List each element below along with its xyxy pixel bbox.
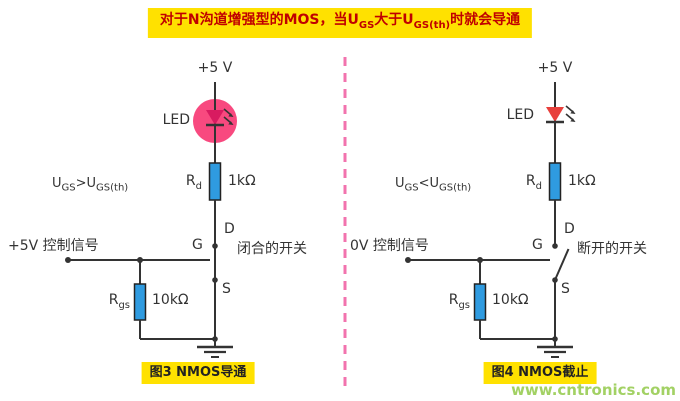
left-rd-sub: d (195, 180, 202, 192)
left-switch-label: 闭合的开关 (237, 241, 307, 257)
banner-text-1: 对于N沟道增强型的MOS，当U (159, 12, 359, 28)
left-rd-resistor (208, 162, 222, 201)
left-rd-label: Rd (186, 173, 202, 195)
left-supply-label: +5 V (197, 60, 233, 76)
right-cond-u1: U (395, 176, 405, 191)
right-rgs-value: 10kΩ (492, 292, 529, 308)
right-source-label: S (561, 281, 570, 297)
banner-text-2: 大于U (374, 12, 414, 28)
right-rd-resistor (548, 162, 562, 201)
right-led-arrow-1 (565, 105, 574, 113)
right-led-arrowhead-2 (570, 118, 576, 122)
right-cond-sub1: GS (404, 182, 419, 194)
right-cond-sub2: GS(th) (439, 182, 472, 194)
left-caption: 图3 NMOS导通 (141, 362, 255, 384)
left-cond-u1: U (52, 176, 62, 191)
right-switch-label: 断开的开关 (577, 241, 647, 257)
left-source-junction-dot (212, 336, 218, 342)
left-cond-sub2: GS(th) (96, 182, 129, 194)
left-cond-u2: U (86, 176, 97, 191)
banner-sub-2: GS(th) (413, 19, 451, 31)
right-control-terminal-dot (405, 257, 411, 263)
left-rgs-resistor (133, 283, 147, 321)
right-rgs-sub: gs (458, 299, 470, 311)
left-led-arrowhead-2 (228, 121, 234, 125)
banner-sub-1: GS (358, 19, 375, 31)
right-switch-blade-open (554, 248, 570, 281)
left-drain-label: D (224, 221, 235, 237)
right-led-label: LED (506, 107, 534, 123)
right-switch-contact-dot (552, 243, 558, 249)
left-rgs-value: 10kΩ (152, 292, 189, 308)
right-led-arrowhead-1 (570, 110, 576, 114)
left-rd-base: R (185, 173, 196, 189)
right-supply-label: +5 V (537, 60, 573, 76)
right-circuit (405, 82, 576, 358)
left-rd-value: 1kΩ (228, 173, 256, 189)
banner-title: 对于N沟道增强型的MOS，当UGS大于UGS(th)时就会导通 (147, 8, 533, 38)
watermark: www.cntronics.com (511, 381, 676, 399)
right-cond-op: < (418, 176, 430, 191)
left-led-arrowhead-1 (228, 113, 234, 117)
left-cond-sub1: GS (61, 182, 76, 194)
left-led-arrow-1 (223, 108, 232, 116)
right-caption: 图4 NMOS截止 (483, 362, 597, 384)
left-control-terminal-dot (65, 257, 71, 263)
left-switch-contact-dot (212, 243, 218, 249)
right-source-junction-dot (552, 336, 558, 342)
left-source-label: S (222, 281, 231, 297)
right-rd-value: 1kΩ (568, 173, 596, 189)
right-led-arrow-2 (565, 113, 574, 121)
right-cond-u2: U (429, 176, 440, 191)
left-rgs-base: R (108, 292, 119, 308)
left-control-label: +5V 控制信号 (8, 238, 99, 254)
left-condition-label: UGS>UGS(th) (52, 176, 128, 197)
left-led-label: LED (162, 112, 190, 128)
right-led-triangle-icon (546, 107, 564, 122)
right-condition-label: UGS<UGS(th) (395, 176, 471, 197)
left-rgs-sub: gs (118, 299, 130, 311)
right-gate-label: G (532, 237, 543, 253)
right-rgs-label: Rgs (449, 292, 470, 314)
left-gate-label: G (192, 237, 203, 253)
banner-text-3: 时就会导通 (450, 12, 521, 28)
right-drain-label: D (564, 221, 575, 237)
right-rd-sub: d (535, 180, 542, 192)
left-circuit (65, 82, 237, 358)
right-control-label: 0V 控制信号 (350, 238, 429, 254)
left-cond-op: > (75, 176, 87, 191)
right-rd-label: Rd (526, 173, 542, 195)
left-led-triangle-icon (206, 110, 224, 125)
left-rgs-label: Rgs (109, 292, 130, 314)
right-rgs-base: R (448, 292, 459, 308)
left-led-arrow-2 (223, 116, 232, 124)
right-rd-base: R (525, 173, 536, 189)
right-rgs-resistor (473, 283, 487, 321)
